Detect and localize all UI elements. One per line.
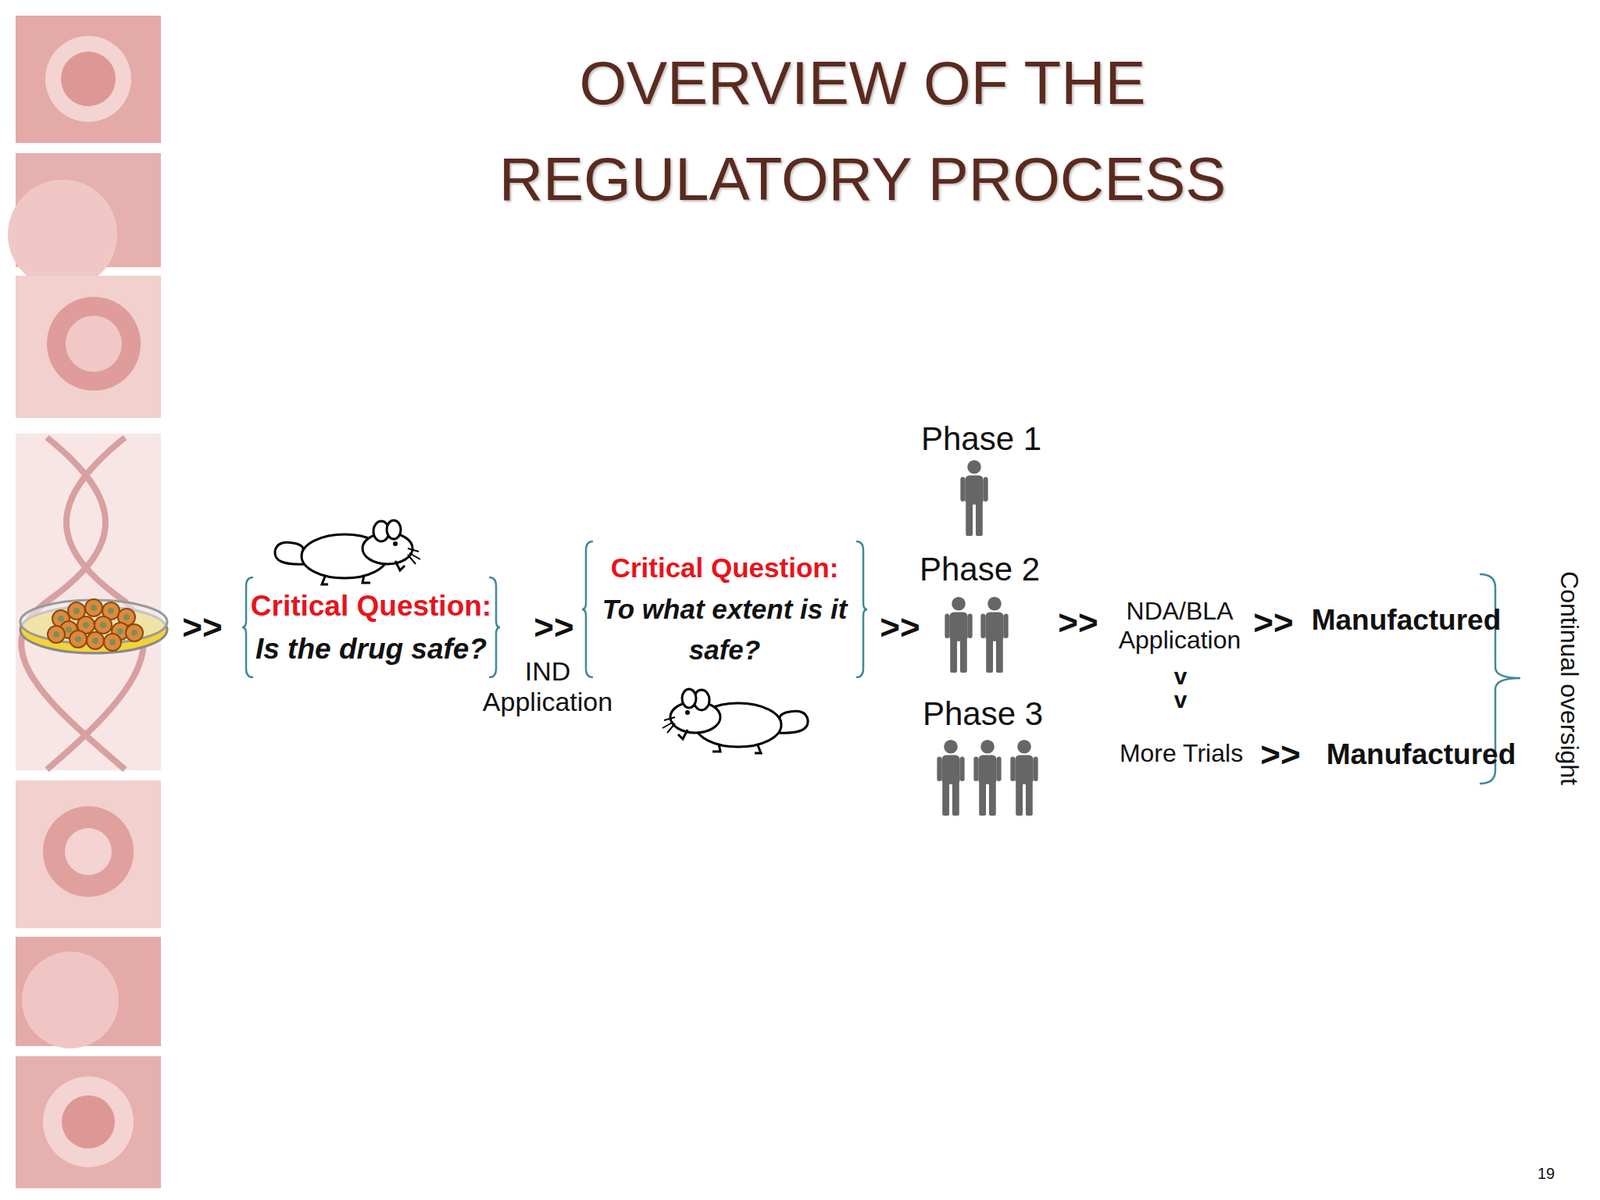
outcome-label: Manufactured bbox=[1326, 738, 1517, 772]
brace-group: Critical Question:Is the drug safe? bbox=[242, 576, 500, 679]
flow-arrow: >> bbox=[879, 607, 920, 648]
phase-label: Phase 2 bbox=[919, 550, 1040, 589]
step-label: More Trials bbox=[1119, 739, 1243, 768]
phase-label: Phase 3 bbox=[922, 695, 1043, 733]
flow-arrow: >> bbox=[1253, 603, 1293, 643]
step-label: IND Application bbox=[477, 656, 618, 718]
flow-arrow: >> bbox=[1057, 603, 1098, 643]
question-text: To what extent is it safe? bbox=[582, 589, 868, 672]
question-heading: Critical Question: bbox=[250, 584, 492, 629]
question-heading: Critical Question: bbox=[610, 547, 840, 590]
flow-arrow: >> bbox=[533, 607, 574, 648]
petri-dish bbox=[20, 599, 168, 654]
down-chevron: v bbox=[1174, 663, 1188, 691]
phase-label: Phase 1 bbox=[921, 420, 1042, 458]
down-chevron: v bbox=[1174, 686, 1188, 715]
person-icons bbox=[936, 460, 1038, 816]
step-label: NDA/BLA Application bbox=[1101, 596, 1258, 655]
question-text: Is the drug safe? bbox=[255, 627, 487, 672]
flow-arrow: >> bbox=[182, 607, 222, 648]
rat-drawing bbox=[662, 689, 808, 754]
rat-drawing bbox=[275, 520, 421, 585]
oversight-label: Continual oversight bbox=[1555, 571, 1585, 786]
page-number: 19 bbox=[1537, 1164, 1555, 1183]
brace-group: Critical Question:To what extent is it s… bbox=[582, 540, 868, 679]
flow-arrow: >> bbox=[1260, 735, 1300, 775]
slide-title: OVERVIEW OF THE REGULATORY PROCESS bbox=[471, 35, 1254, 228]
outcome-label: Manufactured bbox=[1311, 603, 1502, 638]
